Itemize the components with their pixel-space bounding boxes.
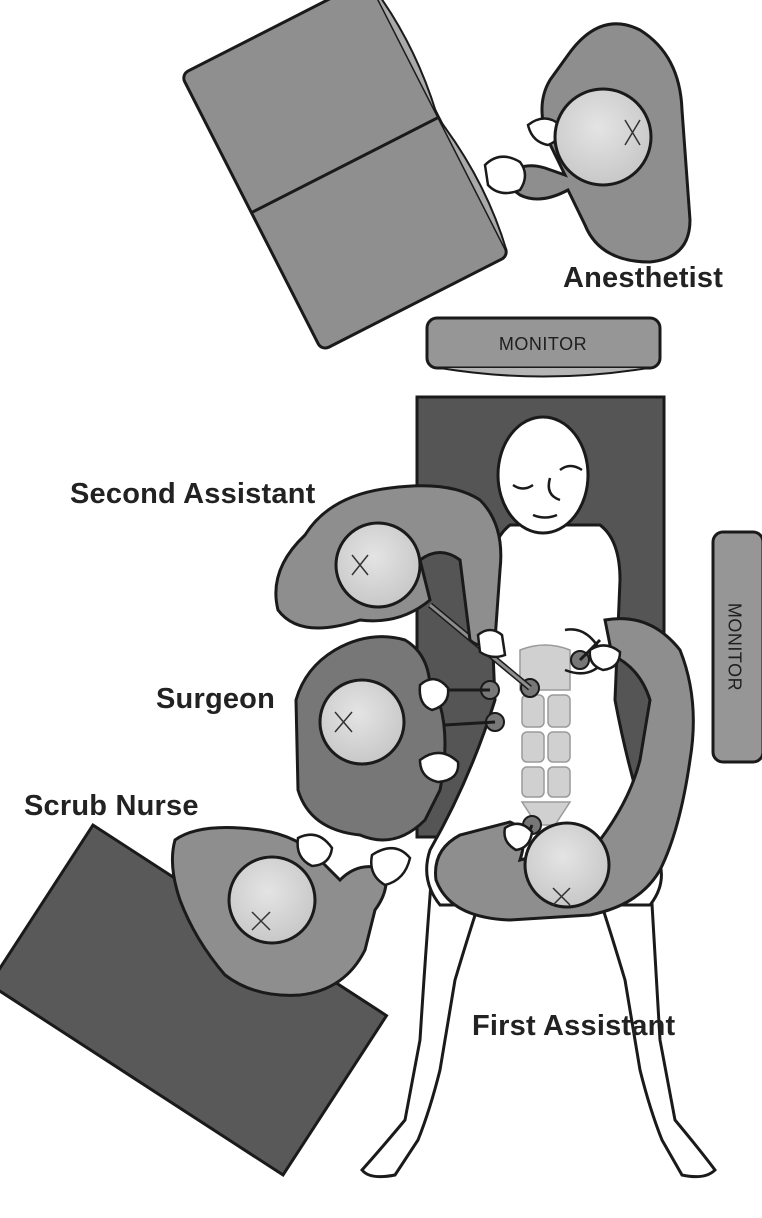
surgeon-head: [320, 680, 404, 764]
top-monitor: MONITOR: [427, 318, 660, 377]
second-assistant-label: Second Assistant: [70, 478, 315, 511]
anesthetist-head: [555, 89, 651, 185]
anesthetist-label: Anesthetist: [563, 262, 723, 295]
surgeon-label: Surgeon: [156, 683, 275, 716]
anesthesia-cabinet: [181, 0, 515, 351]
second-assistant-head: [336, 523, 420, 607]
top-monitor-label: MONITOR: [499, 334, 587, 354]
second-assistant-figure: [276, 486, 505, 657]
patient-head: [498, 417, 588, 533]
scrub-nurse-label: Scrub Nurse: [24, 790, 199, 823]
right-monitor: MONITOR: [713, 532, 762, 762]
first-assistant-label: First Assistant: [472, 1010, 675, 1043]
scrub-nurse-head: [229, 857, 315, 943]
first-assistant-head: [525, 823, 609, 907]
anesthetist-figure: [485, 24, 690, 262]
right-monitor-label: MONITOR: [724, 603, 744, 691]
